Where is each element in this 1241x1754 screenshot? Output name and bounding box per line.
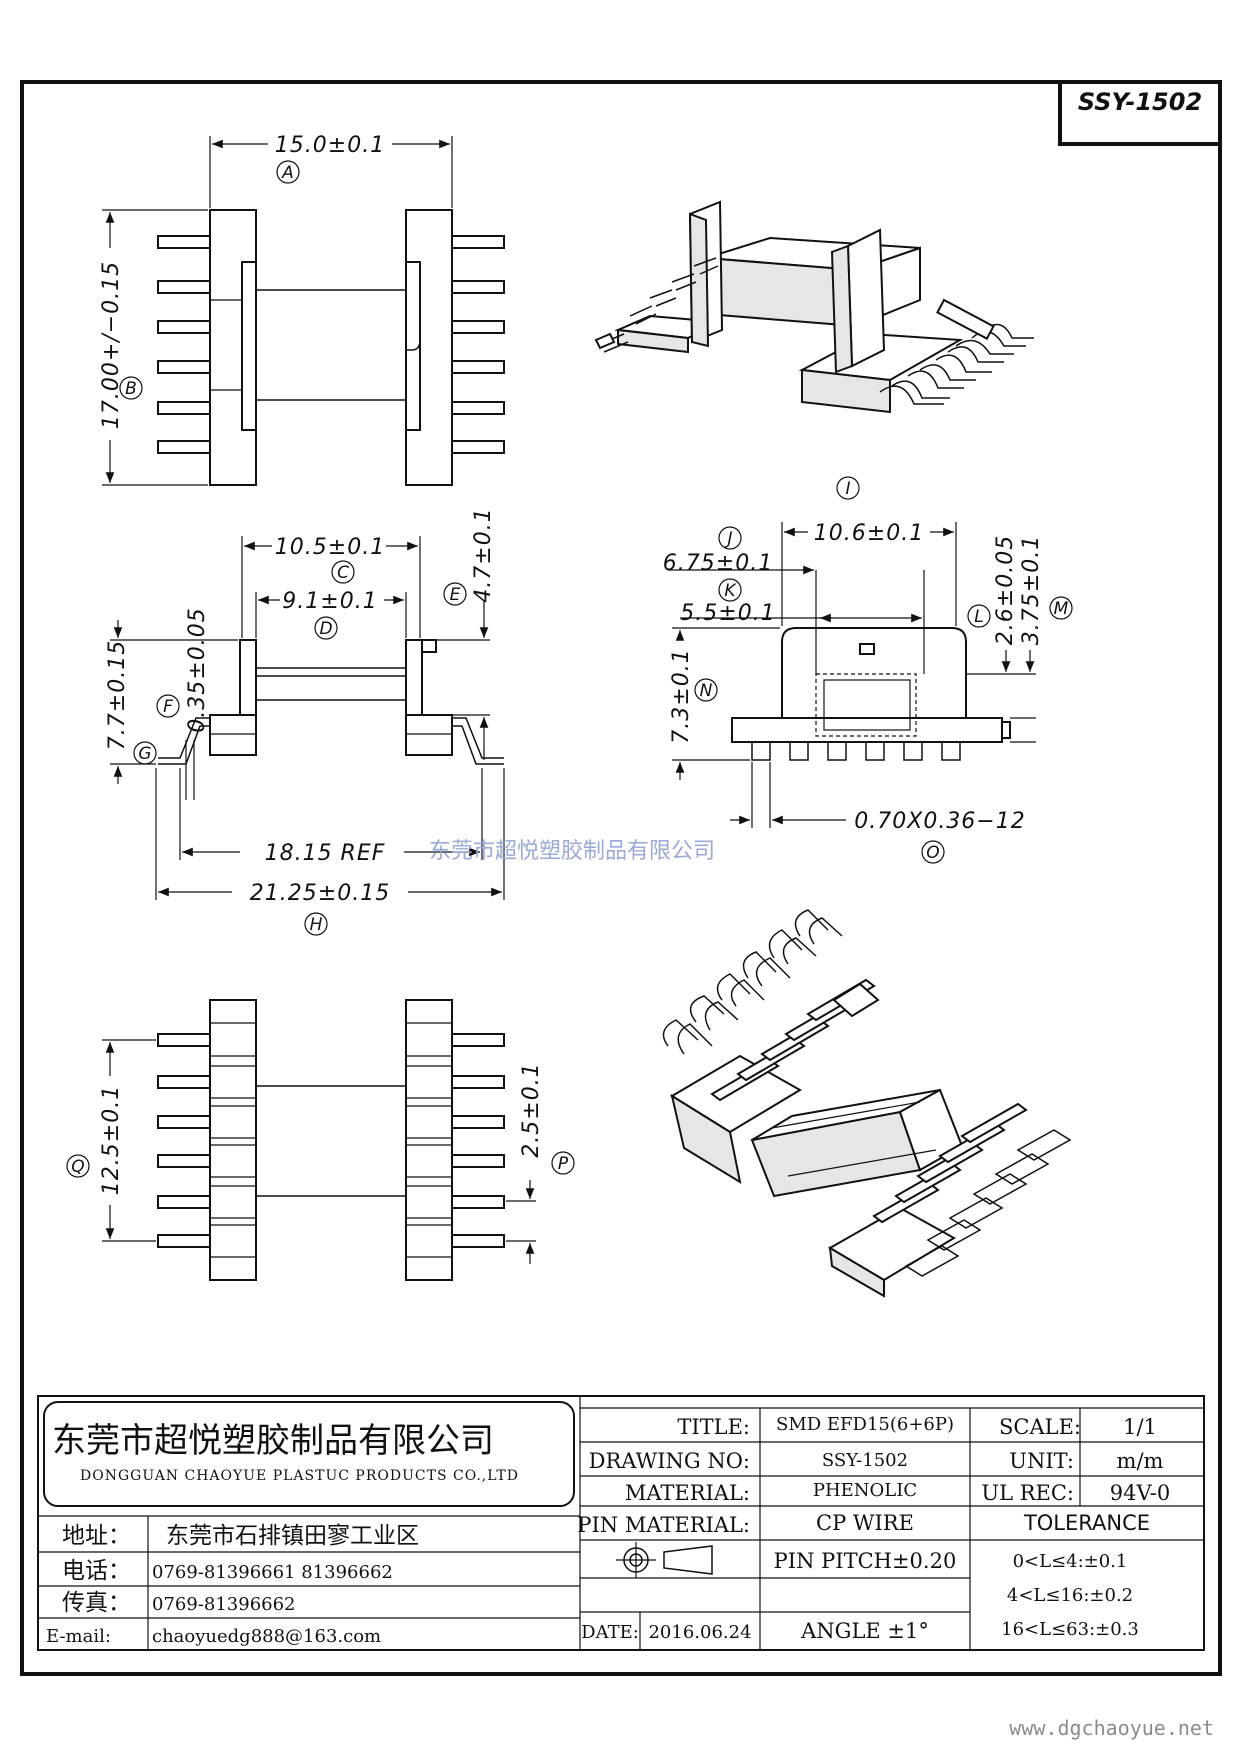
bottom-view: 12.5±0.1 Q 2.5±0.1 P: [66, 999, 575, 1281]
scale-label: SCALE:: [999, 1415, 1081, 1439]
dim-k-value: 5.5±0.1: [680, 601, 775, 626]
title-label: TITLE:: [677, 1415, 750, 1439]
dim-n-value: 7.3±0.1: [669, 648, 694, 743]
dim-n-label: N: [700, 681, 713, 701]
front-view: 10.6±0.1 I 6.75±0.1 J 5.5±0.1 K 2.6±0.05…: [663, 476, 1073, 864]
email-label: E-mail:: [46, 1626, 111, 1647]
unit-value: m/m: [1117, 1449, 1164, 1473]
phone-value: 0769-81396661 81396662: [152, 1562, 393, 1583]
date-label: DATE:: [581, 1622, 639, 1643]
dim-j-value: 6.75±0.1: [663, 551, 773, 576]
dim-q-value: 12.5±0.1: [99, 1085, 124, 1195]
dim-d-label: D: [319, 619, 332, 639]
dim-q-label: Q: [71, 1157, 84, 1177]
dim-h-value: 21.25±0.15: [250, 881, 390, 906]
footer-url[interactable]: www.dgchaoyue.net: [1009, 1716, 1214, 1740]
bottom-view-left-pins: [157, 1033, 211, 1248]
address-label: 地址：: [62, 1523, 131, 1549]
phone-label: 电话：: [62, 1558, 131, 1584]
bottom-view-right-pins: [451, 1033, 505, 1248]
part-number: SSY-1502: [1078, 88, 1202, 116]
tolerance-row-3: 16<L≤63:±0.3: [1001, 1619, 1139, 1640]
dim-i-label: I: [845, 479, 850, 499]
fax-value: 0769-81396662: [152, 1594, 296, 1615]
dim-m-label: M: [1054, 599, 1069, 619]
pin-material-label: PIN MATERIAL:: [577, 1513, 750, 1537]
dim-a-label: A: [281, 163, 294, 183]
material-label: MATERIAL:: [625, 1481, 750, 1505]
dim-e-label: E: [450, 585, 461, 605]
company-name-cn: 东莞市超悦塑胶制品有限公司: [52, 1421, 494, 1461]
side-view: 10.5±0.1 C 9.1±0.1 D 4.7±0.1 E 7.7±0.15 …: [105, 507, 505, 936]
isometric-view-bottom: [662, 909, 1072, 1298]
ul-rec-value: 94V-0: [1110, 1481, 1170, 1505]
dim-c-value: 10.5±0.1: [275, 535, 385, 560]
dim-f-label: F: [163, 697, 173, 717]
isometric-view-top: [594, 200, 1034, 414]
dim-g-value: 7.7±0.15: [105, 640, 130, 750]
dim-l-label: L: [974, 607, 983, 627]
address-value: 东莞市石排镇田寥工业区: [166, 1523, 419, 1549]
dim-p-value: 2.5±0.1: [519, 1062, 544, 1157]
tolerance-label: TOLERANCE: [1023, 1511, 1150, 1535]
top-view-right-flange: [405, 209, 453, 486]
watermark: 东莞市超悦塑胶制品有限公司: [429, 839, 715, 864]
dim-e-value: 4.7±0.1: [471, 507, 496, 602]
dim-a-value: 15.0±0.1: [275, 133, 385, 158]
ul-rec-label: UL REC:: [981, 1481, 1074, 1505]
dim-ref-value: 18.15 REF: [265, 841, 386, 866]
unit-label: UNIT:: [1009, 1449, 1074, 1473]
dim-d-value: 9.1±0.1: [282, 589, 377, 614]
drawing-no-label: DRAWING NO:: [589, 1449, 750, 1473]
pin-pitch: PIN PITCH±0.20: [774, 1549, 957, 1573]
dim-f-value: 0.35±0.05: [185, 607, 210, 732]
drawing-frame: [20, 80, 1222, 1676]
dim-p-label: P: [558, 1154, 569, 1174]
top-view-left-pins: [157, 235, 211, 454]
title-block: 东莞市超悦塑胶制品有限公司 DONGGUAN CHAOYUE PLASTUC P…: [37, 1395, 1205, 1651]
dim-m-value: 3.75±0.1: [1019, 535, 1044, 645]
fax-label: 传真：: [62, 1590, 131, 1616]
dim-l-value: 2.6±0.05: [993, 535, 1018, 645]
dim-g-label: G: [138, 744, 151, 764]
dim-h-label: H: [310, 915, 323, 935]
dim-i-value: 10.6±0.1: [814, 521, 924, 546]
dim-b-label: B: [125, 379, 137, 399]
tolerance-row-2: 4<L≤16:±0.2: [1007, 1585, 1133, 1606]
part-number-box: SSY-1502: [1058, 80, 1222, 146]
projection-symbol-icon: [616, 1542, 713, 1578]
drawing-no-value: SSY-1502: [822, 1450, 908, 1471]
company-name-en: DONGGUAN CHAOYUE PLASTUC PRODUCTS CO.,LT…: [80, 1468, 519, 1484]
bottom-view-right-flange: [405, 999, 453, 1281]
dim-b-value: 17.00+/−0.15: [99, 261, 124, 429]
scale-value: 1/1: [1123, 1415, 1157, 1439]
dim-j-label: J: [724, 529, 732, 549]
dim-o-value: 0.70X0.36−12: [854, 809, 1025, 834]
dim-o-label: O: [926, 843, 939, 863]
email-value: chaoyuedg888@163.com: [152, 1626, 381, 1647]
pin-material-value: CP WIRE: [816, 1511, 914, 1535]
material-value: PHENOLIC: [813, 1480, 917, 1501]
tolerance-row-1: 0<L≤4:±0.1: [1013, 1551, 1128, 1572]
title-value: SMD EFD15(6+6P): [776, 1414, 954, 1435]
top-view-right-pins: [451, 235, 505, 454]
dim-c-label: C: [337, 563, 349, 583]
top-view: 15.0±0.1 A 17.00+/−0.15 B: [99, 133, 505, 486]
dim-k-label: K: [724, 581, 737, 601]
date-value: 2016.06.24: [648, 1622, 751, 1643]
company-box: [43, 1401, 575, 1507]
bottom-view-left-flange: [209, 999, 257, 1281]
angle-tolerance: ANGLE ±1°: [800, 1619, 929, 1643]
